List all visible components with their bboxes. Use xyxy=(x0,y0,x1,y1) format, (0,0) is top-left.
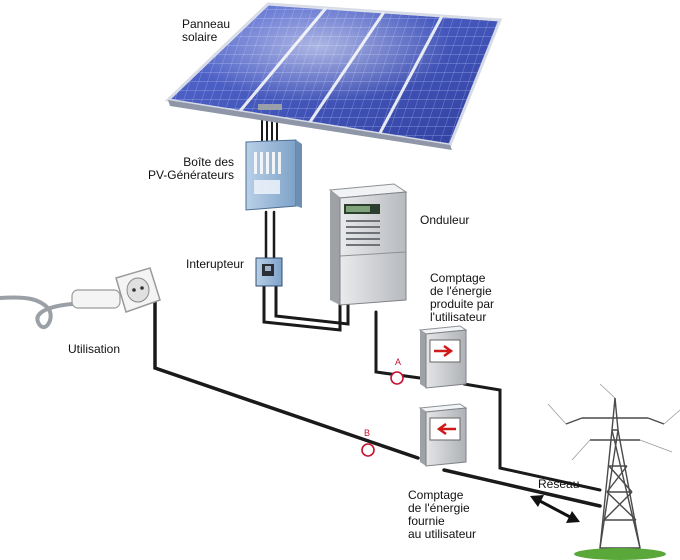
cable-socket-main xyxy=(153,290,420,460)
label-panneau-solaire: Panneau solaire xyxy=(182,17,231,44)
label-point-b: B xyxy=(364,428,371,438)
interupteur-switch xyxy=(255,257,283,287)
point-b-marker xyxy=(361,443,375,457)
point-a-marker xyxy=(390,371,404,385)
arrow-left-icon xyxy=(436,422,456,436)
double-arrow-icon xyxy=(530,495,580,523)
label-comptage-produite: Comptage de l'énergie produite par l'uti… xyxy=(430,271,495,324)
cable-meter-a-grid xyxy=(462,382,602,492)
pylon xyxy=(547,383,680,549)
label-interupteur: Interupteur xyxy=(186,257,245,271)
label-reseau: Réseau xyxy=(538,477,580,491)
plug-cord xyxy=(0,295,74,330)
plug xyxy=(71,289,121,309)
cable-meter-b-grid xyxy=(442,468,602,508)
ground-grass xyxy=(574,548,666,560)
meter-produced xyxy=(418,325,468,389)
onduleur-inverter xyxy=(328,183,408,306)
solar-panel xyxy=(164,2,503,150)
label-point-a: A xyxy=(395,357,402,367)
wall-socket xyxy=(71,267,161,313)
arrow-right-icon xyxy=(434,344,454,358)
meter-supplied xyxy=(418,403,468,467)
cable-inverter-meter-a xyxy=(374,310,422,380)
label-onduleur: Onduleur xyxy=(420,213,470,227)
cable-switch-inverter-2 xyxy=(274,284,350,326)
cable-switch-inverter-1 xyxy=(262,284,342,332)
cables xyxy=(0,107,602,508)
label-boite-pv-generateurs: Boîte des PV-Générateurs xyxy=(147,155,234,182)
junction-box xyxy=(245,139,302,211)
label-utilisation: Utilisation xyxy=(68,342,121,356)
label-comptage-fournie: Comptage de l'énergie fournie au utilisa… xyxy=(408,488,477,541)
